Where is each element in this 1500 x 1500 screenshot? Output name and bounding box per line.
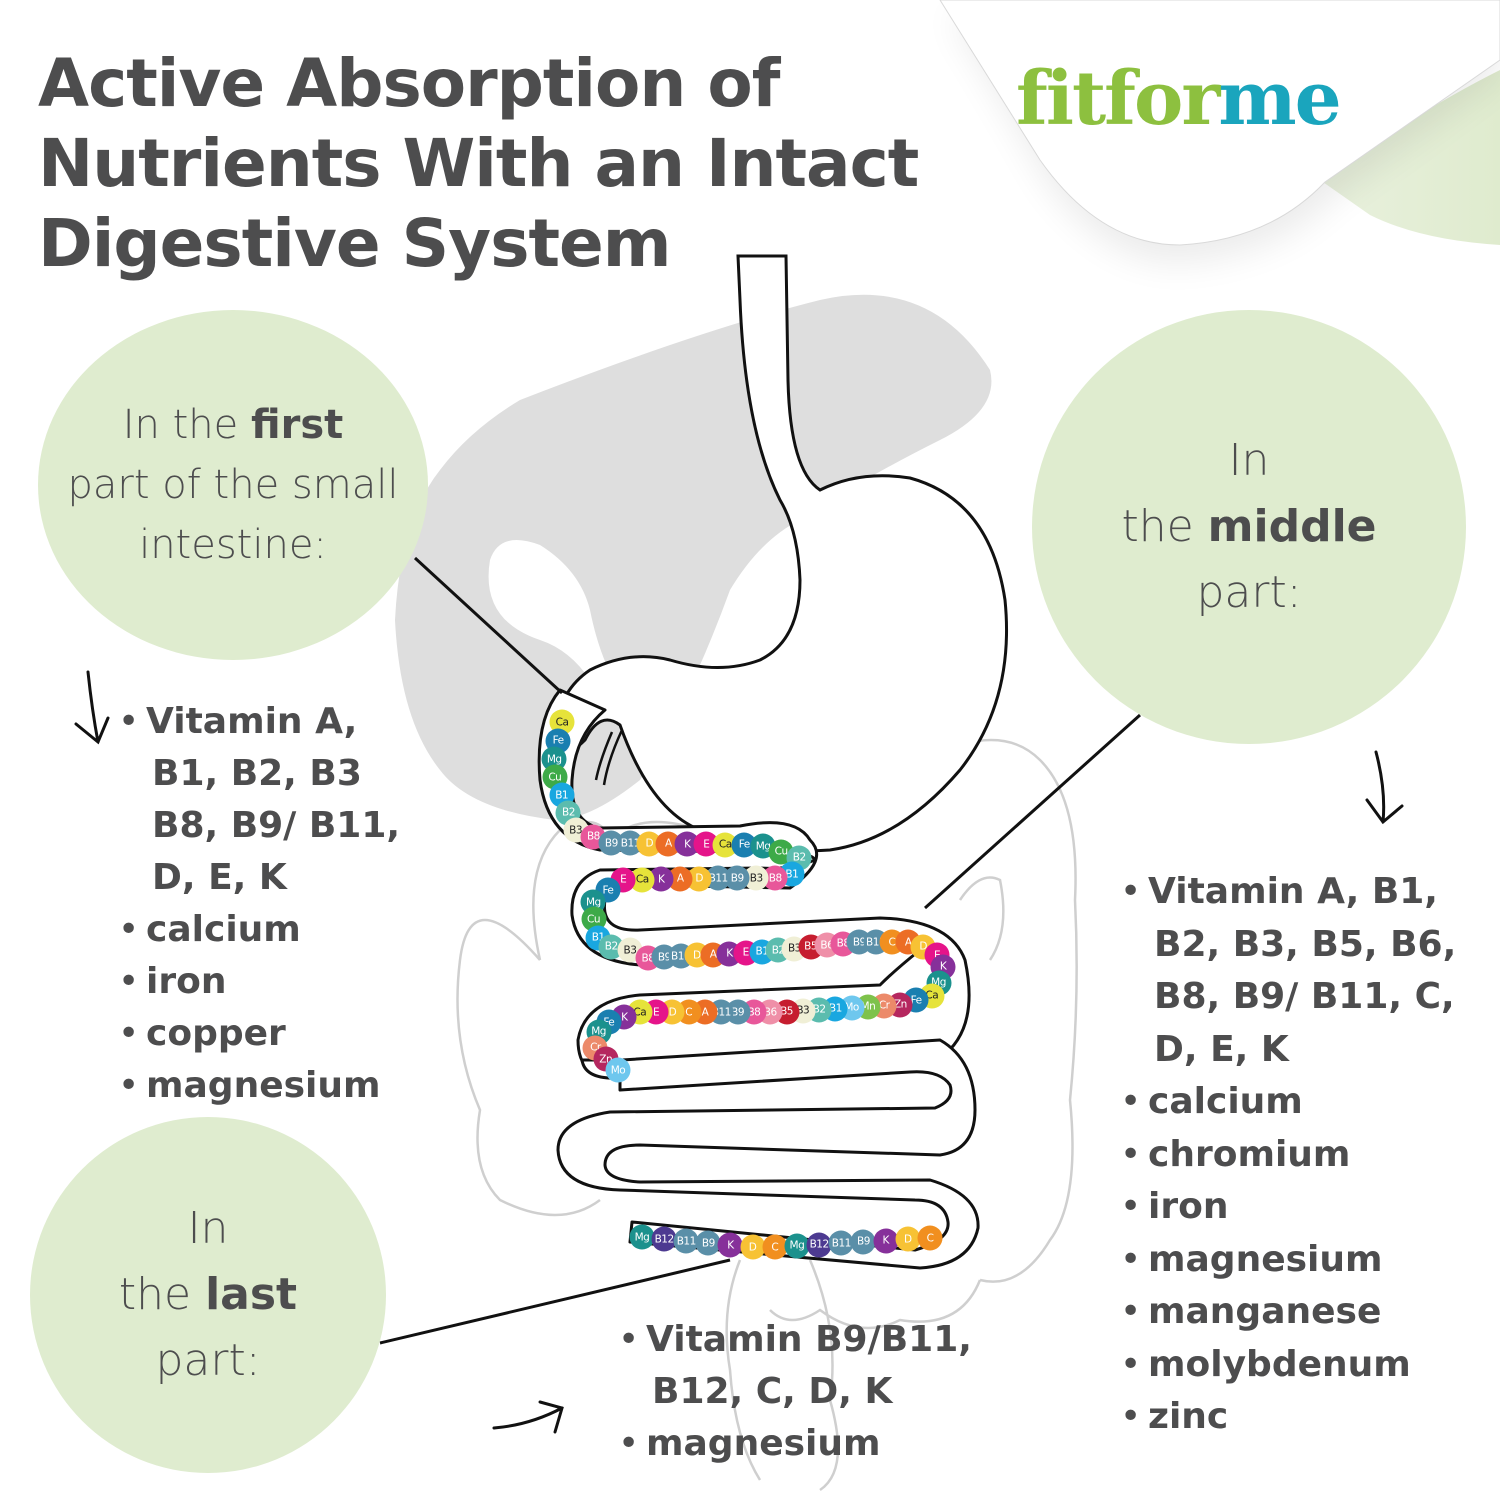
bubble-first-part: In the first part of the small intestine… — [38, 310, 428, 660]
nutrient-dot-c: C — [917, 1225, 943, 1251]
list-item-continuation: B12, C, D, K — [652, 1371, 893, 1412]
logo-part-fitfor: fitfor — [1016, 56, 1220, 142]
list-item-text: molybdenum — [1148, 1343, 1411, 1385]
bubble-text: part: — [1196, 567, 1302, 618]
bubble-text: In — [1228, 435, 1270, 486]
title-line-1: Active Absorption of — [38, 45, 780, 122]
bubble-text-bold: first — [250, 402, 344, 448]
list-item-text: chromium — [1148, 1133, 1351, 1175]
nutrient-dot-b12: B12 — [651, 1226, 677, 1252]
list-item-continuation: B2, B3, B5, B6, — [1154, 923, 1457, 965]
list-item: copper — [118, 1008, 400, 1060]
bubble-text: part of the small — [67, 462, 399, 508]
nutrient-dot-ca: Ca — [549, 709, 575, 735]
nutrient-dot-b9: B9 — [695, 1230, 721, 1256]
arrow-last-icon — [492, 1400, 564, 1434]
list-item-text: magnesium — [646, 1423, 881, 1464]
list-item: manganese — [1120, 1286, 1456, 1339]
list-item-text: zinc — [1148, 1396, 1229, 1437]
leader-line-first — [413, 556, 564, 695]
bubble-last-part: In the last part: — [30, 1117, 386, 1473]
nutrient-dot-b9: B9 — [850, 1229, 876, 1255]
nutrient-dot-mg: Mg — [784, 1233, 810, 1259]
list-item-continuation: B1, B2, B3 — [152, 753, 362, 794]
list-item-text: Vitamin A, — [146, 701, 358, 742]
nutrient-list-last: Vitamin B9/B11, B12, C, D, K magnesium — [618, 1314, 972, 1470]
list-item-text: manganese — [1148, 1291, 1382, 1332]
nutrient-dot-b12: B12 — [806, 1232, 832, 1258]
bubble-text-bold: middle — [1207, 501, 1377, 552]
list-item: magnesium — [118, 1060, 400, 1112]
list-item: calcium — [1120, 1076, 1456, 1129]
list-item-text: calcium — [146, 909, 301, 950]
list-item-text: Vitamin A, B1, — [1148, 871, 1438, 912]
nutrient-dot-c: C — [762, 1234, 788, 1260]
list-item: zinc — [1120, 1391, 1456, 1444]
list-item: iron — [118, 956, 400, 1008]
arrow-first-icon — [74, 670, 110, 745]
bubble-text: In the — [122, 402, 251, 448]
list-item: Vitamin A, B1, B2, B3, B5, B6, B8, B9/ B11… — [1120, 866, 1456, 1076]
list-item-text: Vitamin B9/B11, — [646, 1319, 972, 1360]
header-wave-background — [939, 0, 1500, 263]
bubble-text: the — [118, 1269, 206, 1320]
bubble-text: the — [1121, 501, 1208, 552]
list-item-continuation: B8, B9/ B11, — [152, 805, 401, 846]
title-line-2: Nutrients With an Intact — [38, 125, 919, 202]
arrow-middle-icon — [1365, 750, 1404, 825]
list-item-text: iron — [1148, 1186, 1229, 1227]
list-item: magnesium — [618, 1418, 972, 1470]
stomach-outline — [553, 254, 1009, 853]
nutrient-dot-b9: B9 — [724, 865, 750, 891]
nutrient-dot-b3: B3 — [743, 865, 769, 891]
white-wave — [939, 0, 1500, 246]
bubble-text-bold: last — [205, 1269, 298, 1320]
nutrient-dot-mg: Mg — [629, 1224, 655, 1250]
list-item: magnesium — [1120, 1234, 1456, 1287]
nutrient-dot-mo: Mo — [605, 1057, 631, 1083]
bubble-text: intestine: — [139, 522, 327, 568]
bubble-middle-part: In the middle part: — [1032, 310, 1466, 744]
nutrient-dot-k: K — [648, 866, 674, 892]
list-item-text: copper — [146, 1013, 286, 1054]
list-item: iron — [1120, 1181, 1456, 1234]
list-item-continuation: B8, B9/ B11, C, — [1154, 976, 1455, 1017]
list-item-text: iron — [146, 961, 227, 1002]
nutrient-dot-d: D — [895, 1226, 921, 1252]
leader-line-middle — [923, 713, 1142, 910]
pylorus-ring — [594, 729, 624, 786]
logo-part-me: me — [1218, 56, 1341, 142]
brand-logo: fitforme — [1016, 56, 1342, 142]
nutrient-list-middle: Vitamin A, B1, B2, B3, B5, B6, B8, B9/ B11… — [1120, 866, 1456, 1444]
nutrient-dot-b11: B11 — [673, 1228, 699, 1254]
list-item-continuation: D, E, K — [152, 857, 287, 898]
list-item: chromium — [1120, 1129, 1456, 1182]
list-item-text: calcium — [1148, 1081, 1303, 1122]
liver-silhouette — [395, 294, 992, 821]
bubble-text: In — [187, 1203, 229, 1254]
gallbladder-cutout — [488, 540, 620, 698]
nutrient-dot-k: K — [873, 1228, 899, 1254]
green-tint-shape — [1320, 70, 1500, 245]
nutrient-dot-k: K — [717, 1232, 743, 1258]
list-item-text: magnesium — [1148, 1238, 1383, 1280]
list-item: molybdenum — [1120, 1339, 1456, 1392]
list-item-text: magnesium — [146, 1065, 381, 1106]
nutrient-dot-d: D — [740, 1234, 766, 1260]
list-item-continuation: D, E, K — [1154, 1028, 1289, 1070]
nutrient-dot-b11: B11 — [828, 1230, 854, 1256]
nutrient-list-first: Vitamin A, B1, B2, B3 B8, B9/ B11, D, E, K c… — [118, 696, 400, 1112]
list-item: Vitamin A, B1, B2, B3 B8, B9/ B11, D, E, K — [118, 696, 400, 904]
bubble-text: part: — [155, 1335, 261, 1386]
nutrient-dot-fe: Fe — [595, 877, 621, 903]
list-item: Vitamin B9/B11, B12, C, D, K — [618, 1314, 972, 1418]
title-line-3: Digestive System — [38, 205, 672, 282]
leader-line-last — [379, 1258, 731, 1345]
list-item: calcium — [118, 904, 400, 956]
page-title: Active Absorption of Nutrients With an I… — [38, 44, 919, 284]
